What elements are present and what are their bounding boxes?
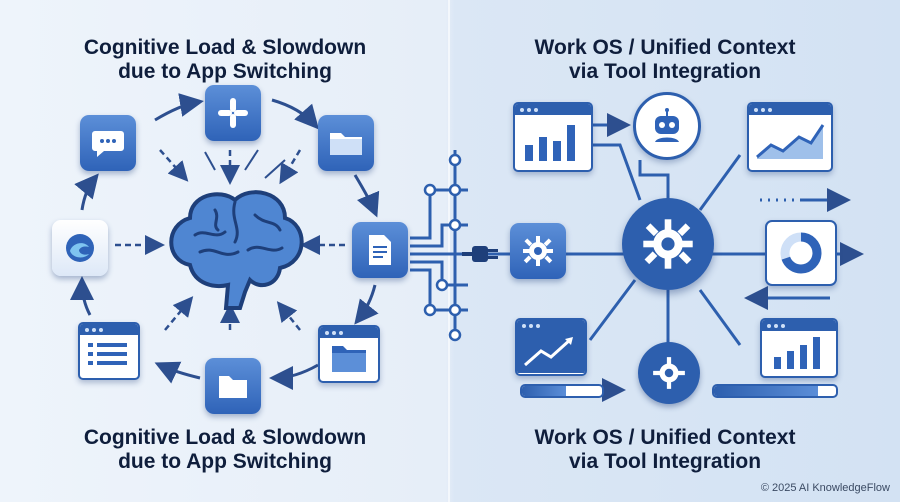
left-title-top-line-2: due to App Switching [118,60,332,83]
progress-bar-1-fill [522,386,566,396]
left-title-top: Cognitive Load & Slowdown due to App Swi… [25,36,425,84]
brain-icon [160,180,310,320]
document-icon [352,222,408,278]
robot-icon [633,92,701,160]
progress-bar-2-fill [714,386,818,396]
bar-chart-window-icon [513,102,593,172]
bar-chart-window-icon-bottom [760,318,838,378]
folder-window-icon [318,325,380,383]
right-title-top-line-2: via Tool Integration [568,60,762,83]
left-title-bottom: Cognitive Load & Slowdown due to App Swi… [25,426,425,474]
browser-icon [52,220,108,276]
gear-icon-small [510,223,566,279]
trend-window-icon [515,318,587,376]
right-title-bottom-line-2: via Tool Integration [568,450,762,473]
list-window-icon [78,322,140,380]
left-title-top-line-1: Cognitive Load & Slowdown [83,36,367,59]
folder-icon [318,115,374,171]
brain-pressure-arrows [115,149,345,331]
folder-icon-bottom [205,358,261,414]
gear-icon-bottom [638,342,700,404]
bus-nodes [423,153,462,342]
right-title-bottom: Work OS / Unified Context via Tool Integ… [465,426,865,474]
progress-bar-2 [712,384,838,398]
left-title-bottom-line-2: due to App Switching [118,450,332,473]
right-title-top-line-1: Work OS / Unified Context [534,36,796,59]
brain-burst-lines [204,149,286,179]
copyright-footer: © 2025 AI KnowledgeFlow [760,482,890,494]
plug-icon [462,240,502,268]
left-cycle-arrows [70,93,380,390]
right-title-bottom-line-1: Work OS / Unified Context [534,426,796,449]
donut-chart-icon [765,220,837,286]
chat-icon [80,115,136,171]
gear-icon [622,198,714,290]
left-title-bottom-line-1: Cognitive Load & Slowdown [83,426,367,449]
panel-divider [448,0,450,502]
progress-bar-1 [520,384,604,398]
line-chart-window-icon [747,102,833,172]
slack-icon [205,85,261,141]
right-title-top: Work OS / Unified Context via Tool Integ… [465,36,865,84]
